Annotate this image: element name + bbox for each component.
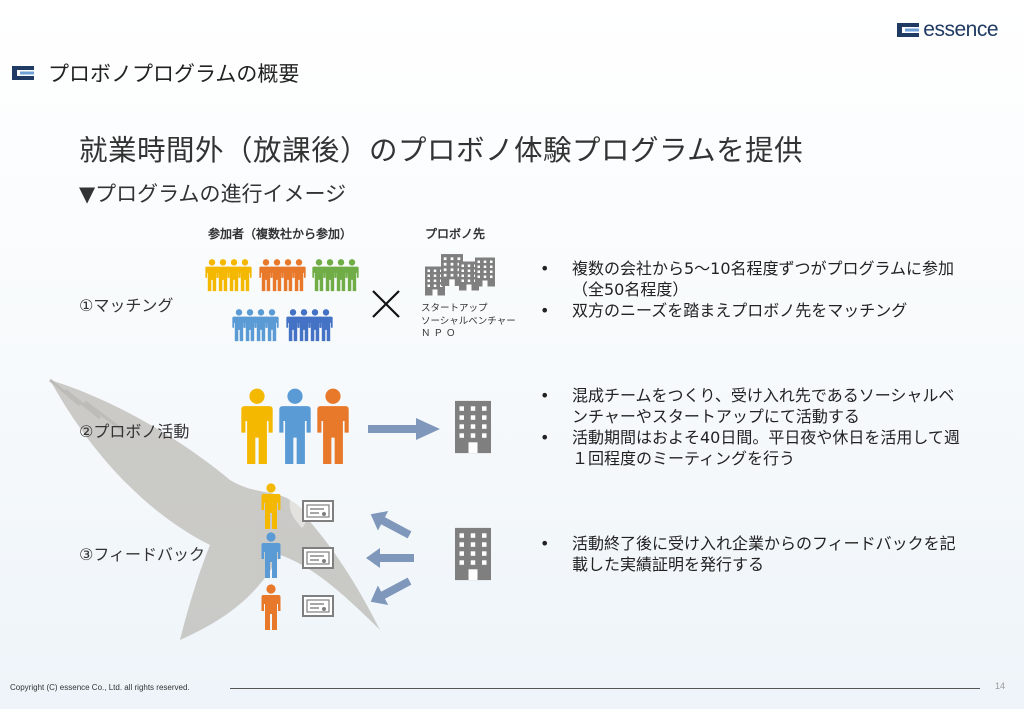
building-icon: [455, 400, 491, 454]
person-icon: [317, 388, 349, 464]
brand-logo: essence: [897, 18, 998, 42]
logo-mark-icon: [897, 23, 920, 37]
person-icon: [261, 532, 281, 578]
team-group: [241, 388, 349, 464]
certificate-icon: [302, 547, 334, 569]
logo-text: essence: [923, 18, 998, 41]
building-icon: [455, 527, 491, 581]
arrow-left-icon: [370, 511, 412, 539]
eagle-image: [49, 378, 380, 640]
bullet-item: 複数の会社から5～10名程度ずつがプログラムに参加（全50名程度）: [540, 258, 980, 300]
section-header: プロボノプログラムの概要: [12, 58, 299, 88]
participant-group-orange: [259, 259, 306, 292]
pro-bono-label: プロボノ先: [425, 227, 486, 241]
person-icon: [241, 388, 273, 464]
person-icon: [261, 483, 281, 529]
person-icon: [279, 388, 311, 464]
arrow-left-icon: [370, 577, 412, 605]
step-feedback: ③フィードバック: [79, 545, 206, 564]
org-startup: スタートアップ: [421, 303, 488, 314]
arrow-left-icon: [366, 548, 414, 568]
bullets-activity: 混成チームをつくり、受け入れ先であるソーシャルベンチャーやスタートアップにて活動…: [540, 385, 960, 469]
bullet-item: 双方のニーズを踏まえプロボノ先をマッチング: [540, 300, 980, 321]
participant-group-yellow: [205, 259, 252, 292]
section-title: プロボノプログラムの概要: [48, 62, 300, 86]
section-mark-icon: [12, 66, 34, 80]
diagram-subheading: ▼プログラムの進行イメージ: [79, 182, 347, 206]
step-matching: ①マッチング: [79, 296, 174, 315]
certificate-icon: [302, 500, 334, 522]
copyright-text: Copyright (C) essence Co., Ltd. all righ…: [10, 683, 190, 692]
bullets-matching: 複数の会社から5～10名程度ずつがプログラムに参加（全50名程度） 双方のニーズ…: [540, 258, 980, 321]
participant-group-navy: [286, 309, 333, 342]
bullet-item: 活動終了後に受け入れ企業からのフィードバックを記載した実績証明を発行する: [540, 533, 960, 575]
participants-label: 参加者（複数社から参加）: [208, 227, 353, 241]
cross-icon: [372, 290, 400, 318]
org-social-venture: ソーシャルベンチャー: [421, 315, 516, 327]
page-number: 14: [995, 681, 1006, 691]
step-activity: ②プロボノ活動: [79, 422, 190, 441]
org-npo: ＮＰＯ: [421, 328, 459, 339]
bullet-item: 混成チームをつくり、受け入れ先であるソーシャルベンチャーやスタートアップにて活動…: [540, 385, 960, 427]
person-icon: [261, 584, 281, 630]
page-title: 就業時間外（放課後）のプロボノ体験プログラムを提供: [79, 134, 804, 167]
organization-types: スタートアップ ソーシャルベンチャー ＮＰＯ: [421, 303, 516, 341]
participant-group-green: [312, 259, 359, 292]
participant-group-blue: [232, 309, 279, 342]
building-cluster-icon: [425, 254, 495, 296]
bullets-feedback: 活動終了後に受け入れ企業からのフィードバックを記載した実績証明を発行する: [540, 533, 960, 575]
arrow-right-icon: [368, 418, 440, 440]
certificate-icon: [302, 595, 334, 617]
bullet-item: 活動期間はおよそ40日間。平日夜や休日を活用して週１回程度のミーティングを行う: [540, 427, 960, 469]
footer-divider: [230, 688, 980, 689]
